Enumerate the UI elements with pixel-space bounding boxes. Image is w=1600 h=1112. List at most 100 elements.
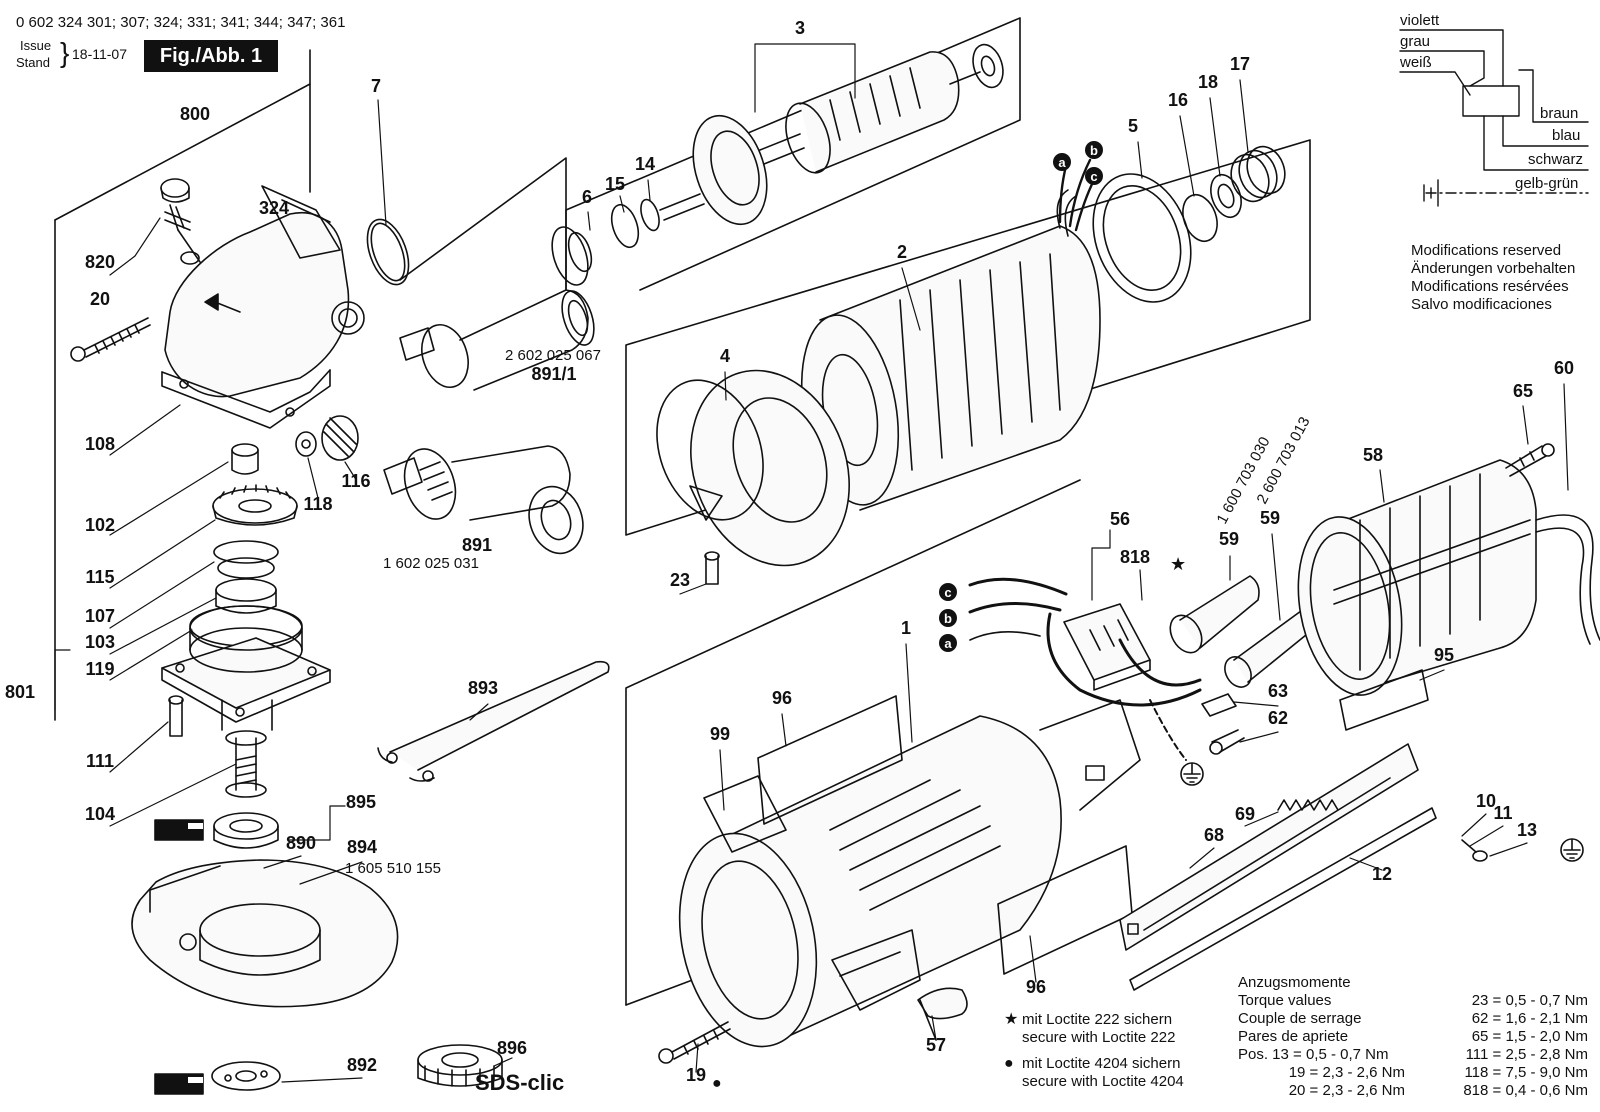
gear-head-housing: [161, 185, 365, 429]
screw-111: [168, 695, 184, 737]
callout-c102: 102: [85, 515, 115, 535]
wire-label-violett: violett: [1400, 12, 1440, 29]
wiring-schematic: [1399, 29, 1589, 207]
callout-c103: 103: [85, 632, 115, 652]
flange-nut-896: [417, 1044, 503, 1087]
torque-pos-818: 818 = 0,4 - 0,6 Nm: [1463, 1082, 1588, 1099]
torque-pos-19: 19 = 2,3 - 2,6 Nm: [1288, 1064, 1405, 1081]
loctite-star-icon: ★: [1004, 1011, 1019, 1028]
knob-57: [917, 987, 968, 1041]
screw-20: [70, 317, 151, 362]
pinion-116: [321, 415, 359, 461]
callout-c95: 95: [1434, 645, 1454, 665]
callout-c96a: 96: [772, 688, 792, 708]
armature-3: [551, 43, 1004, 286]
switch-wiring: [968, 577, 1202, 707]
wire-label-weiss: weiß: [1400, 54, 1432, 71]
issue-label: Issue: [20, 38, 52, 53]
callout-c892: 892: [347, 1055, 377, 1075]
part-number-list: 0 602 324 301; 307; 324; 331; 341; 344; …: [16, 14, 346, 31]
callout-c801: 801: [5, 682, 35, 702]
connector-top-a: a: [1053, 153, 1071, 171]
connector-top-c: c: [1085, 167, 1103, 185]
auxiliary-handle-891: [383, 445, 584, 555]
callout-c56: 56: [1110, 509, 1130, 529]
connector-top-b: b: [1085, 141, 1103, 159]
screw-13: [1461, 839, 1488, 862]
callout-c96b: 96: [1026, 977, 1046, 997]
torque-label-es: Pares de apriete: [1238, 1028, 1349, 1045]
torque-label-en: Torque values: [1238, 992, 1332, 1009]
torque-pos-13: Pos. 13 = 0,5 - 0,7 Nm: [1238, 1046, 1389, 1063]
modifications-fr: Modifications resérvées: [1411, 278, 1569, 295]
torque-label-de: Anzugsmomente: [1238, 974, 1351, 991]
svg-text:b: b: [944, 611, 952, 626]
callout-c18: 18: [1198, 72, 1218, 92]
clamp-63: [1201, 693, 1237, 717]
loctite-4204-en: secure with Loctite 4204: [1022, 1073, 1184, 1090]
torque-pos-23: 23 = 0,5 - 0,7 Nm: [1471, 992, 1588, 1009]
callout-c2: 2: [897, 242, 907, 262]
callout-c891_1: 891/1: [531, 364, 576, 384]
rotor-frame: [565, 17, 1021, 291]
label-96-top: [757, 695, 903, 825]
callout-c68: 68: [1204, 825, 1224, 845]
callout-c20: 20: [90, 289, 110, 309]
callout-c59a: 59: [1219, 529, 1239, 549]
bearing-flange-801: [161, 605, 331, 731]
cover-68: [1119, 743, 1419, 951]
svg-text:c: c: [944, 585, 951, 600]
callout-c324: 324: [259, 198, 289, 218]
callout-c820: 820: [85, 252, 115, 272]
connector-switch-b: b: [939, 609, 957, 627]
callout-c57: 57: [926, 1035, 946, 1055]
callout-c891: 891: [462, 535, 492, 555]
bearing-18: [1210, 173, 1242, 219]
callout-c6: 6: [582, 187, 592, 207]
torque-pos-111: 111 = 2,5 - 2,8 Nm: [1465, 1046, 1588, 1063]
callout-c895: 895: [346, 792, 376, 812]
callout-c13: 13: [1517, 820, 1537, 840]
loctite-dot-icon: ●: [1004, 1055, 1014, 1072]
callout-c4: 4: [720, 346, 730, 366]
callout-c69: 69: [1235, 804, 1255, 824]
ground-symbol-switch: [1180, 762, 1204, 786]
o-ring-7: [366, 218, 410, 286]
callout-c63: 63: [1268, 681, 1288, 701]
callout-c62: 62: [1268, 708, 1288, 728]
cable-60: [1535, 514, 1600, 645]
connector-switch-c: c: [939, 583, 957, 601]
handle-frame: [399, 157, 567, 291]
torque-label-fr: Couple de serrage: [1238, 1010, 1362, 1027]
spindle-104: [225, 730, 267, 798]
auxiliary-handle-891-1: [399, 289, 595, 391]
wire-label-gelb-gruen: gelb-grün: [1515, 175, 1579, 192]
callout-c890: 890: [286, 833, 316, 853]
pn-2602025067: 2 602 025 067: [505, 347, 601, 364]
callout-labels: 37800615145161817820202324891/1410811611…: [5, 18, 1574, 1085]
torque-pos-118: 118 = 7,5 - 9,0 Nm: [1464, 1064, 1588, 1081]
svg-text:b: b: [1090, 143, 1098, 158]
label-95: [1339, 669, 1429, 731]
sleeve-59-upper: [1169, 575, 1260, 654]
loctite-222-de: mit Loctite 222 sichern: [1022, 1011, 1173, 1028]
screw-23: [704, 551, 720, 585]
callout-c115: 115: [85, 567, 114, 587]
callout-c893: 893: [468, 678, 498, 698]
callout-c14: 14: [635, 154, 655, 174]
callout-c58: 58: [1363, 445, 1383, 465]
spanner-893: [377, 660, 610, 782]
callout-c116: 116: [341, 471, 370, 491]
sds-clic-label: SDS-clic: [475, 1070, 564, 1095]
pn-1605510155: 1 605 510 155: [345, 860, 441, 877]
svg-text:a: a: [1058, 155, 1066, 170]
callout-c894: 894: [347, 837, 377, 857]
loctite-222-en: secure with Loctite 222: [1022, 1029, 1176, 1046]
o-ring-16: [1182, 193, 1218, 243]
callout-c19: 19: [686, 1065, 706, 1085]
wire-label-schwarz: schwarz: [1528, 151, 1584, 168]
callout-c15: 15: [605, 174, 625, 194]
wire-label-blau: blau: [1552, 127, 1581, 144]
torque-pos-65: 65 = 1,5 - 2,0 Nm: [1471, 1028, 1588, 1045]
